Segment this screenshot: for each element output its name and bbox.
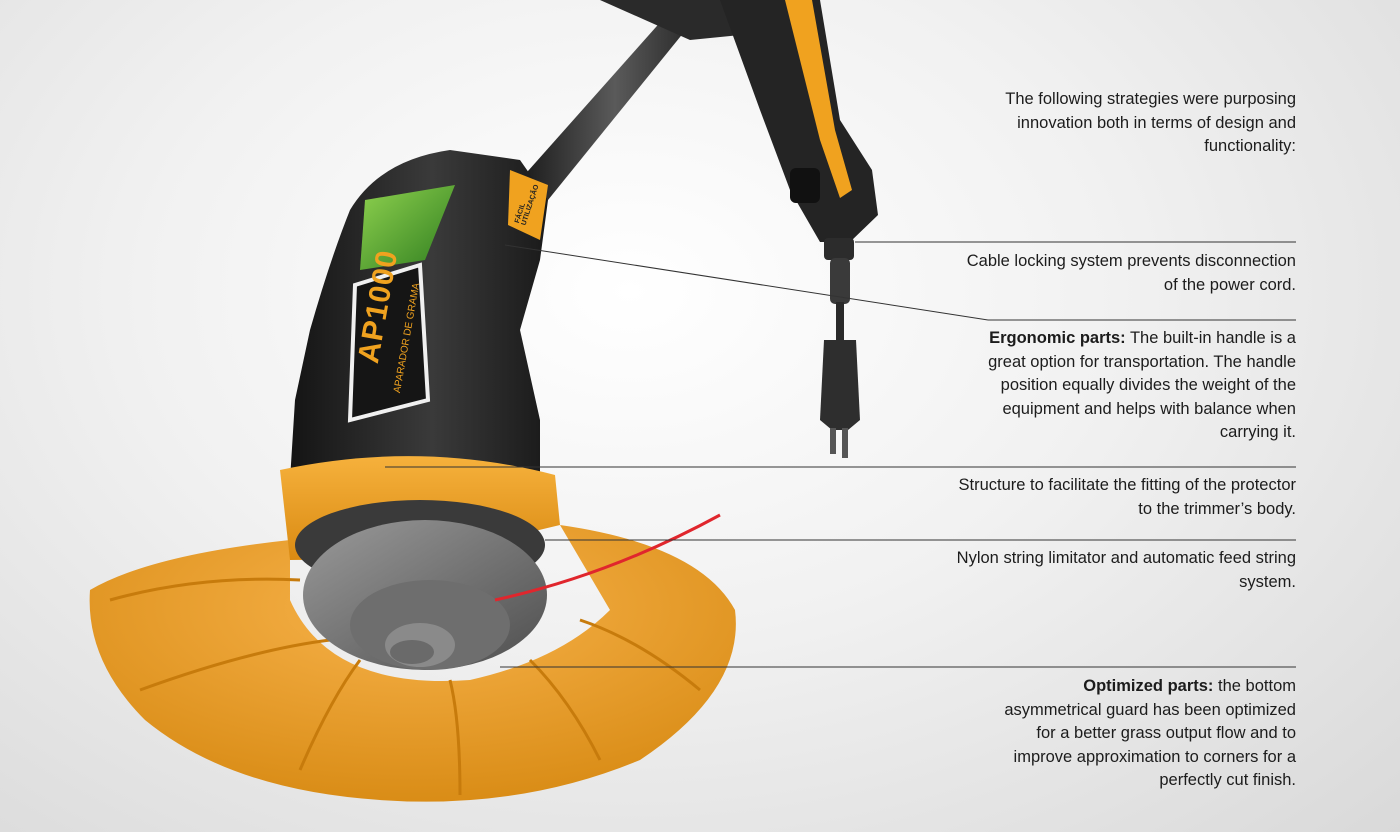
motor-body bbox=[290, 150, 548, 480]
callout-cable-locking: Cable locking system prevents disconnect… bbox=[956, 250, 1296, 297]
callout-body: the bottom asymmetrical guard has been o… bbox=[1004, 677, 1296, 789]
bottom-guard bbox=[89, 525, 736, 802]
handle bbox=[720, 0, 878, 242]
intro-text: The following strategies were purposing … bbox=[1005, 90, 1296, 155]
callout-nylon-string: Nylon string limitator and automatic fee… bbox=[956, 547, 1296, 594]
callout-ergonomic-parts: Ergonomic parts: The built-in handle is … bbox=[966, 327, 1296, 445]
callout-body: Structure to facilitate the fitting of t… bbox=[958, 476, 1296, 518]
callout-body: The built-in handle is a great option fo… bbox=[988, 329, 1296, 441]
nylon-string bbox=[494, 513, 721, 602]
callout-body: Nylon string limitator and automatic fee… bbox=[956, 549, 1296, 591]
callout-heading: Optimized parts: bbox=[1083, 677, 1214, 695]
leader-lines bbox=[385, 241, 1296, 668]
callout-structure: Structure to facilitate the fitting of t… bbox=[956, 474, 1296, 521]
callout-heading: Ergonomic parts: bbox=[989, 329, 1126, 347]
callout-optimized-parts: Optimized parts: the bottom asymmetrical… bbox=[996, 675, 1296, 793]
callout-body: Cable locking system prevents disconnect… bbox=[966, 252, 1296, 294]
power-cord bbox=[820, 238, 860, 458]
spool-head bbox=[295, 500, 547, 670]
